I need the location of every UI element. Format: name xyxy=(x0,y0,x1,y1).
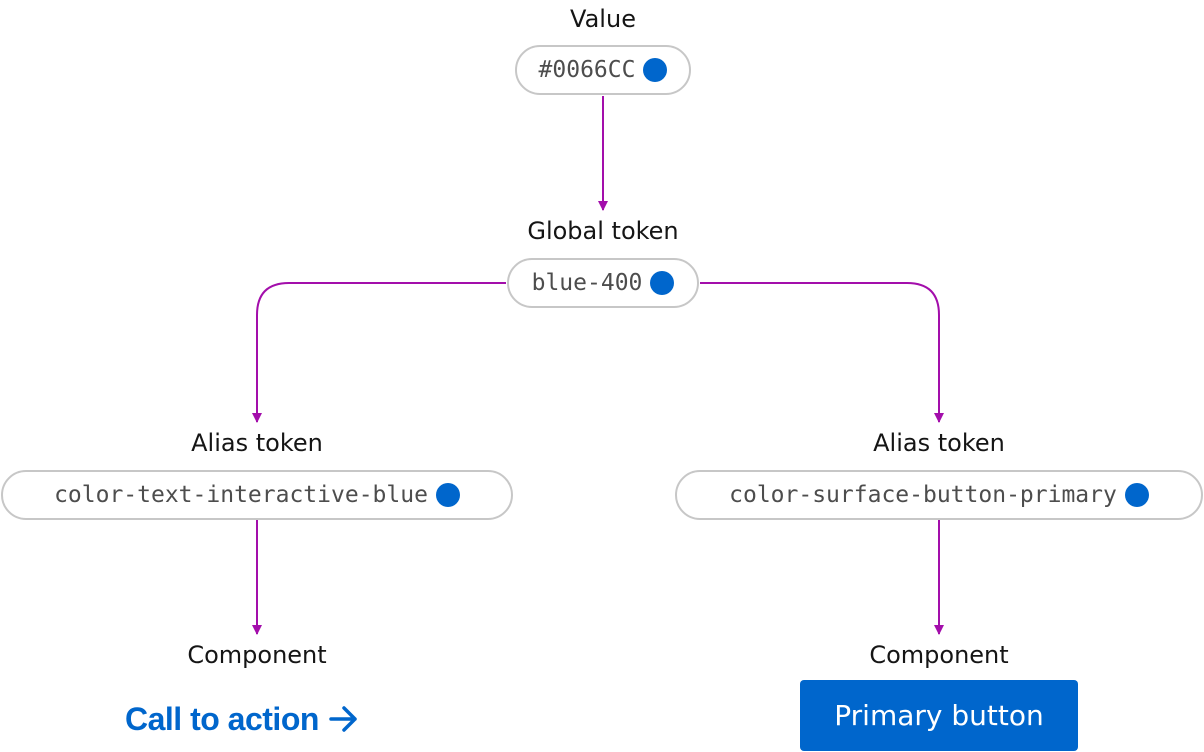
alias-token-right-label: Alias token xyxy=(873,429,1005,457)
global-to-alias-left-arrow xyxy=(252,282,506,423)
color-swatch xyxy=(435,483,460,507)
value-pill: #0066CC xyxy=(515,45,691,95)
alias-token-right-code: color-surface-button-primary xyxy=(729,482,1117,508)
color-swatch xyxy=(650,271,675,295)
value-code: #0066CC xyxy=(538,57,636,83)
global-token-pill: blue-400 xyxy=(507,258,699,308)
global-token-code: blue-400 xyxy=(531,270,643,296)
primary-button[interactable]: Primary button xyxy=(800,680,1078,751)
alias-token-left-code: color-text-interactive-blue xyxy=(54,482,428,508)
call-to-action-link[interactable]: Call to action xyxy=(125,699,359,739)
component-right-label: Component xyxy=(869,641,1009,669)
color-swatch xyxy=(1124,483,1149,507)
arrow-right-icon xyxy=(329,706,357,732)
value-label: Value xyxy=(570,5,636,33)
component-left-label: Component xyxy=(187,641,327,669)
color-swatch xyxy=(643,58,668,82)
alias-token-right-pill: color-surface-button-primary xyxy=(675,470,1203,520)
alias-token-left-pill: color-text-interactive-blue xyxy=(1,470,513,520)
global-token-label: Global token xyxy=(527,217,679,245)
alias-token-left-label: Alias token xyxy=(191,429,323,457)
global-to-alias-right-arrow xyxy=(700,282,944,423)
call-to-action-text: Call to action xyxy=(125,700,319,737)
